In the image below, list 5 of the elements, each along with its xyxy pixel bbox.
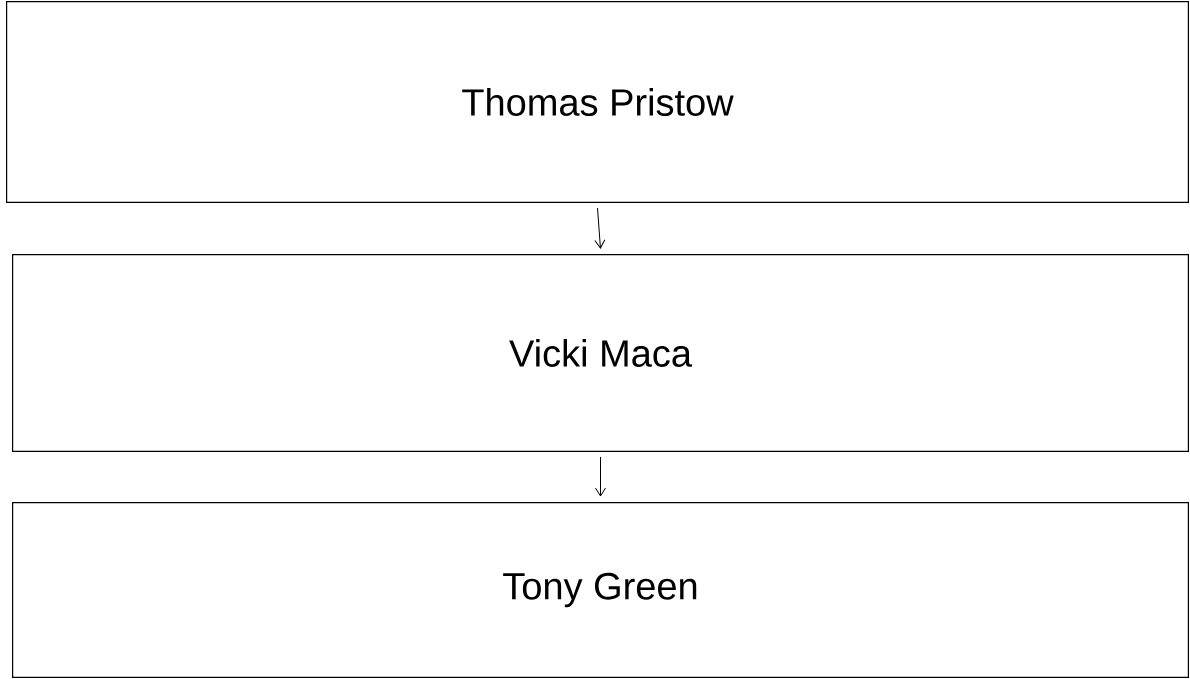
name-box: Tony Green bbox=[12, 501, 1189, 678]
arrow bbox=[595, 456, 606, 497]
arrow bbox=[594, 207, 606, 249]
name-box: Vicki Maca bbox=[12, 254, 1189, 452]
name-box: Thomas Pristow bbox=[6, 1, 1189, 203]
